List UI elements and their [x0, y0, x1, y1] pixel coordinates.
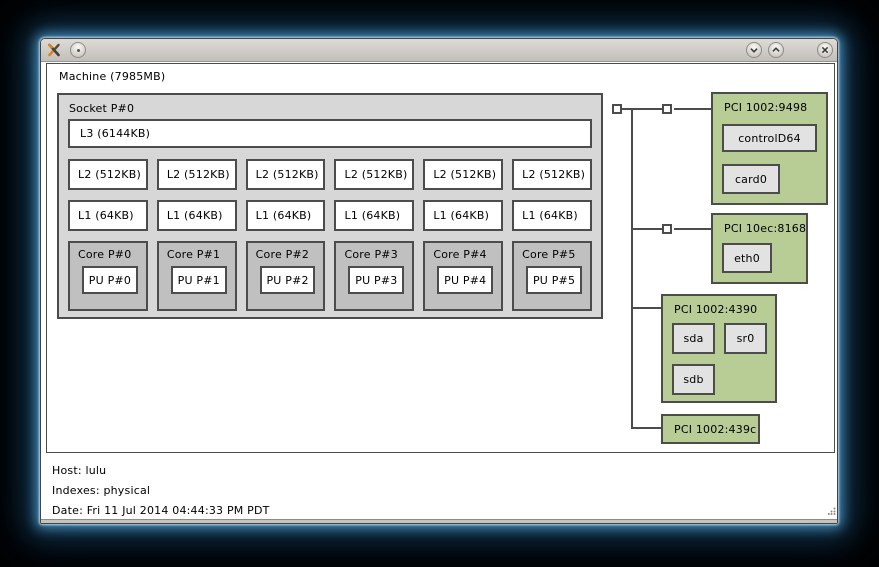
pci-link-line — [674, 108, 711, 110]
close-button[interactable] — [817, 42, 833, 58]
legend: Host: lulu Indexes: physical Date: Fri 1… — [52, 461, 270, 521]
core-label: Core P#5 — [522, 248, 590, 261]
socket-box: Socket P#0 L3 (6144KB) L2 (512KB) L2 (51… — [57, 93, 603, 319]
core-label: Core P#0 — [78, 248, 146, 261]
core-box: Core P#1 PU P#1 — [157, 241, 237, 311]
pu-box: PU P#5 — [526, 266, 582, 294]
l2-cache-box: L2 (512KB) — [423, 159, 503, 190]
core-label: Core P#2 — [256, 248, 324, 261]
device-box-eth0: eth0 — [722, 243, 772, 273]
core-box: Core P#4 PU P#4 — [423, 241, 503, 311]
pci-box-1002-439c: PCI 1002:439c — [661, 414, 760, 444]
core-box: Core P#3 PU P#3 — [334, 241, 414, 311]
l1-cache-box: L1 (64KB) — [68, 200, 148, 231]
core-box: Core P#2 PU P#2 — [246, 241, 326, 311]
socket-label: Socket P#0 — [68, 99, 592, 119]
pu-box: PU P#1 — [171, 266, 227, 294]
pci-trunk-line — [631, 108, 633, 429]
unshade-button[interactable] — [768, 42, 784, 58]
shade-button[interactable] — [746, 42, 762, 58]
resize-grip[interactable] — [828, 500, 836, 519]
l2-cache-box: L2 (512KB) — [334, 159, 414, 190]
pci-link-line — [633, 108, 662, 110]
pci-label: PCI 1002:9498 — [724, 101, 807, 114]
core-box: Core P#0 PU P#0 — [68, 241, 148, 311]
core-row: Core P#0 PU P#0 Core P#1 PU P#1 Core P#2… — [68, 241, 592, 311]
pci-label: PCI 1002:439c — [674, 423, 756, 436]
chevron-up-icon — [769, 42, 783, 58]
l2-cache-box: L2 (512KB) — [157, 159, 237, 190]
pu-box: PU P#4 — [437, 266, 493, 294]
pci-link-line — [674, 228, 711, 230]
l1-cache-box: L1 (64KB) — [512, 200, 592, 231]
menu-dot-icon — [77, 49, 80, 52]
window-bottom-frame — [41, 519, 837, 523]
hostbridge-square — [612, 104, 622, 114]
pci-link-line — [633, 228, 662, 230]
l3-cache-box: L3 (6144KB) — [68, 119, 592, 148]
pci-link-line — [633, 307, 661, 309]
device-box-sda: sda — [672, 323, 715, 354]
pci-bridge-square — [662, 104, 672, 114]
l2-cache-box: L2 (512KB) — [68, 159, 148, 190]
device-box-sdb: sdb — [672, 364, 715, 395]
l1-cache-box: L1 (64KB) — [423, 200, 503, 231]
lstopo-window: Machine (7985MB) Socket P#0 L3 (6144KB) … — [40, 38, 838, 524]
pci-label: PCI 10ec:8168 — [724, 222, 806, 235]
l2-cache-row: L2 (512KB) L2 (512KB) L2 (512KB) L2 (512… — [68, 159, 592, 190]
l2-cache-box: L2 (512KB) — [246, 159, 326, 190]
pci-box-10ec-8168: PCI 10ec:8168 eth0 — [711, 213, 808, 284]
pu-box: PU P#0 — [82, 266, 138, 294]
l2-cache-box: L2 (512KB) — [512, 159, 592, 190]
l1-cache-row: L1 (64KB) L1 (64KB) L1 (64KB) L1 (64KB) … — [68, 200, 592, 231]
core-label: Core P#3 — [344, 248, 412, 261]
resize-grip-icon — [828, 507, 836, 515]
pci-box-1002-4390: PCI 1002:4390 sda sr0 sdb — [661, 294, 777, 403]
machine-label: Machine (7985MB) — [59, 70, 165, 83]
device-box-sr0: sr0 — [724, 323, 767, 354]
topology-canvas: Machine (7985MB) Socket P#0 L3 (6144KB) … — [41, 62, 837, 521]
core-label: Core P#4 — [433, 248, 501, 261]
close-icon — [818, 42, 832, 58]
pci-box-1002-9498: PCI 1002:9498 controlD64 card0 — [711, 92, 828, 205]
pu-box: PU P#2 — [260, 266, 316, 294]
machine-box: Machine (7985MB) Socket P#0 L3 (6144KB) … — [46, 63, 835, 453]
l1-cache-box: L1 (64KB) — [246, 200, 326, 231]
chevron-down-icon — [747, 42, 761, 58]
core-label: Core P#1 — [167, 248, 235, 261]
legend-indexes: Indexes: physical — [52, 481, 270, 501]
window-menu-button[interactable] — [70, 42, 86, 58]
l1-cache-box: L1 (64KB) — [157, 200, 237, 231]
core-box: Core P#5 PU P#5 — [512, 241, 592, 311]
pu-box: PU P#3 — [348, 266, 404, 294]
pci-label: PCI 1002:4390 — [674, 303, 757, 316]
pci-bridge-square — [662, 224, 672, 234]
app-icon — [46, 42, 62, 58]
device-box-card0: card0 — [722, 164, 780, 194]
device-box-controlD64: controlD64 — [722, 124, 817, 152]
titlebar[interactable] — [41, 39, 837, 62]
l1-cache-box: L1 (64KB) — [334, 200, 414, 231]
legend-date: Date: Fri 11 Jul 2014 04:44:33 PM PDT — [52, 501, 270, 521]
legend-host: Host: lulu — [52, 461, 270, 481]
pci-link-line — [633, 427, 661, 429]
